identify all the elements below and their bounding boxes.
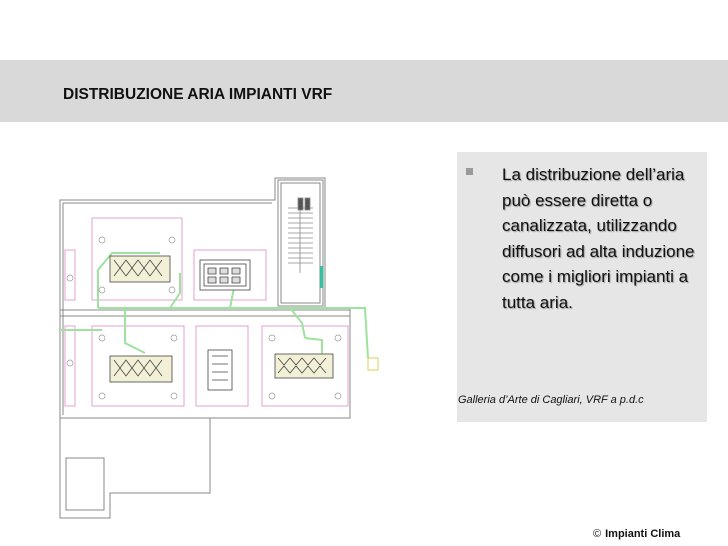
bullet-text: La distribuzione dell’aria può essere di… (502, 165, 695, 312)
figure-caption: Galleria d’Arte di Cagliari, VRF a p.d.c (458, 394, 644, 406)
bullet-square-icon (466, 168, 473, 175)
footer-brand: ©Impianti Clima (593, 528, 680, 540)
slide-title: DISTRIBUZIONE ARIA IMPIANTI VRF (63, 86, 333, 103)
footer-text: Impianti Clima (605, 528, 681, 540)
floor-plan-diagram (59, 177, 379, 519)
copyright-icon: © (593, 528, 602, 540)
bullet-panel (457, 152, 707, 422)
title-band (0, 60, 728, 122)
